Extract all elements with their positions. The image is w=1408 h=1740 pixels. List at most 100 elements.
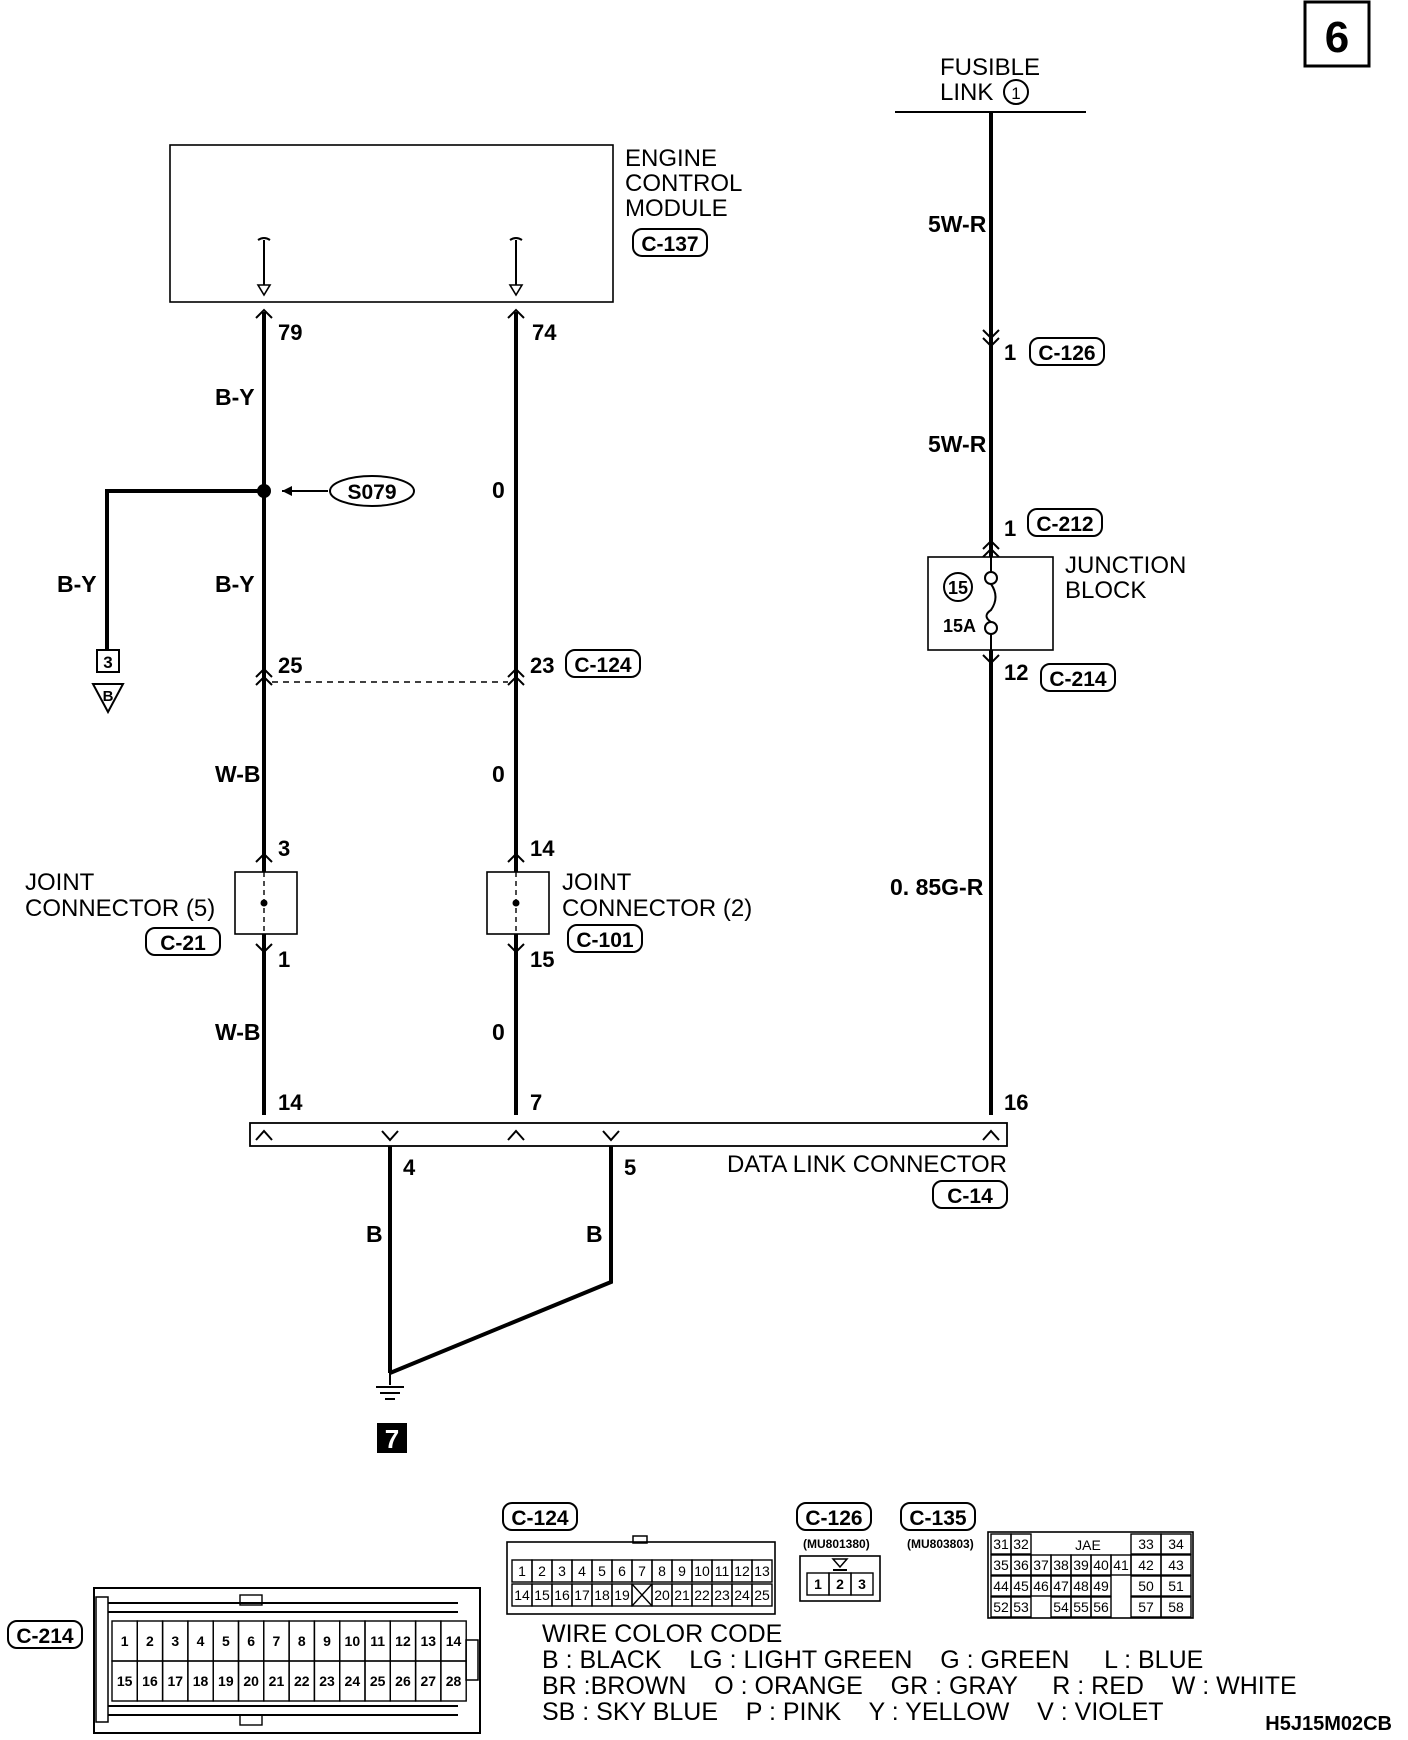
c214-pin-23: 23: [319, 1673, 335, 1689]
c135-pin-35: 35: [993, 1557, 1009, 1573]
legend-title: WIRE COLOR CODE: [542, 1620, 782, 1648]
fusible-link-number: 1: [1011, 84, 1020, 103]
c135-pin-56-cell: [1090, 1596, 1112, 1618]
wire-color-5w-r-1: 5W-R: [928, 211, 987, 237]
joint5-connector-code: C-21: [160, 932, 206, 955]
dlc-pin-5: 5: [624, 1155, 636, 1180]
ecm-label-line2: CONTROL: [625, 170, 742, 197]
dlc-pin-16: 16: [1004, 1090, 1028, 1115]
c214-pin-24: 24: [345, 1673, 361, 1689]
c135-pin-34-cell: [1160, 1533, 1192, 1555]
c214-connector-code-top: C-214: [1049, 668, 1107, 691]
c214-pin-10: 10: [345, 1633, 361, 1649]
c124-pin-15: 15: [534, 1587, 550, 1603]
fuse-rating: 15A: [943, 616, 976, 636]
c135-pin-58-cell: [1160, 1596, 1192, 1618]
junction-block-label-line2: BLOCK: [1065, 577, 1146, 604]
c135-part-number: (MU803803): [907, 1537, 974, 1551]
c124-pin-10: 10: [694, 1563, 710, 1579]
c124-pin-13-cell: [751, 1559, 773, 1583]
c124-pin-6: 6: [618, 1563, 626, 1579]
c214-pin-25: 25: [370, 1673, 386, 1689]
c135-pin-57: 57: [1138, 1599, 1154, 1615]
c135-pin-34: 34: [1168, 1536, 1184, 1552]
wire-color-5w-r-2: 5W-R: [928, 431, 987, 457]
c214-pin-9: 9: [323, 1633, 331, 1649]
c124-pin-25-cell: [751, 1583, 773, 1607]
ground-ref-letter: B: [103, 688, 114, 705]
c135-pin-50: 50: [1138, 1578, 1154, 1594]
c124-pin-8: 8: [658, 1563, 666, 1579]
c135-pin-36: 36: [1013, 1557, 1029, 1573]
c135-pin-32: 32: [1013, 1536, 1029, 1552]
c214-pin-21: 21: [269, 1673, 285, 1689]
c214-pin-2: 2: [146, 1633, 154, 1649]
wire-color-b-right: B: [586, 1221, 603, 1247]
c135-pin-46: 46: [1033, 1578, 1049, 1594]
c214-pin-8: 8: [298, 1633, 306, 1649]
c135-pin-39: 39: [1073, 1557, 1089, 1573]
joint5-pin-top: 3: [278, 836, 290, 861]
joint2-pin-bottom: 15: [530, 947, 554, 972]
c124-pin-17: 17: [574, 1587, 590, 1603]
wire-color-w-b-lower: W-B: [215, 761, 261, 787]
c124-pin-20: 20: [654, 1587, 670, 1603]
dlc-pin-14: 14: [278, 1090, 303, 1115]
data-link-connector: 14 7 16 4 5 DATA LINK CONNECTOR C-14: [249, 1090, 1028, 1209]
c214-pin-26: 26: [395, 1673, 411, 1689]
c135-pin-43: 43: [1168, 1557, 1184, 1573]
c135-pin-45: 45: [1013, 1578, 1029, 1594]
c124-pin-23: 23: [530, 653, 554, 678]
c124-pin-14: 14: [514, 1587, 530, 1603]
dlc-pin-4: 4: [403, 1155, 416, 1180]
fusible-link: FUSIBLE LINK 1: [895, 54, 1086, 113]
c135-pin-52: 52: [993, 1599, 1009, 1615]
ecm-label-line3: MODULE: [625, 195, 728, 222]
c126-part-number: (MU801380): [803, 1537, 870, 1551]
c214-pin-28: 28: [446, 1673, 462, 1689]
c135-pin-54: 54: [1053, 1599, 1069, 1615]
c214-pin-14: 14: [446, 1633, 462, 1649]
ground-id: 7: [385, 1424, 399, 1454]
wire-color-o-3: 0: [492, 1019, 505, 1045]
c135-pin-33: 33: [1138, 1536, 1154, 1552]
c135-face-label: C-135: [909, 1507, 967, 1530]
page-number: 6: [1325, 13, 1349, 62]
c135-pin-37: 37: [1033, 1557, 1049, 1573]
c124-blank-cross: [631, 1583, 653, 1607]
ecm-pin-74: 74: [532, 320, 557, 345]
c214-pin-18: 18: [193, 1673, 209, 1689]
joint2-label-line1: JOINT: [562, 869, 632, 896]
c214-pin-1: 1: [121, 1633, 129, 1649]
wire-color-code-legend: WIRE COLOR CODE B : BLACK LG : LIGHT GRE…: [542, 1620, 1297, 1726]
page-number-box: 6: [1303, 0, 1371, 68]
joint2-connector-code: C-101: [576, 929, 634, 952]
c124-pin-3: 3: [558, 1563, 566, 1579]
wire-color-w-b-bottom: W-B: [215, 1019, 261, 1045]
splice-label: S079: [347, 481, 396, 504]
c135-pin-32-cell: [1010, 1533, 1032, 1555]
c212-connector-code: C-212: [1036, 513, 1093, 536]
c135-pin-31: 31: [993, 1536, 1009, 1552]
joint5-label-line2: CONNECTOR (5): [25, 895, 215, 922]
c124-pin-2: 2: [538, 1563, 546, 1579]
c135-pin-47: 47: [1053, 1578, 1069, 1594]
c124-pin-9: 9: [678, 1563, 686, 1579]
ground-wires: B B 7: [366, 1146, 613, 1454]
wire-left: 79 B-Y S079 B-Y B-Y 3 B 25 W-B 3 1 JOINT…: [25, 308, 415, 1115]
c214-pin-6: 6: [247, 1633, 255, 1649]
legend-line1: B : BLACK LG : LIGHT GREEN G : GREEN L :…: [542, 1646, 1203, 1674]
c124-pin-22: 22: [694, 1587, 710, 1603]
fusible-link-label-line1: FUSIBLE: [940, 54, 1040, 81]
c124-pin-11: 11: [715, 1563, 730, 1579]
c214-pin-16: 16: [142, 1673, 158, 1689]
c135-pin-38: 38: [1053, 1557, 1069, 1573]
c135-pin-53-cell: [1010, 1596, 1032, 1618]
c214-face-label: C-214: [16, 1625, 74, 1648]
c135-pin-51-cell: [1160, 1575, 1192, 1597]
figure-code: H5J15M02CB: [1265, 1713, 1392, 1735]
c124-pin-12: 12: [734, 1563, 750, 1579]
